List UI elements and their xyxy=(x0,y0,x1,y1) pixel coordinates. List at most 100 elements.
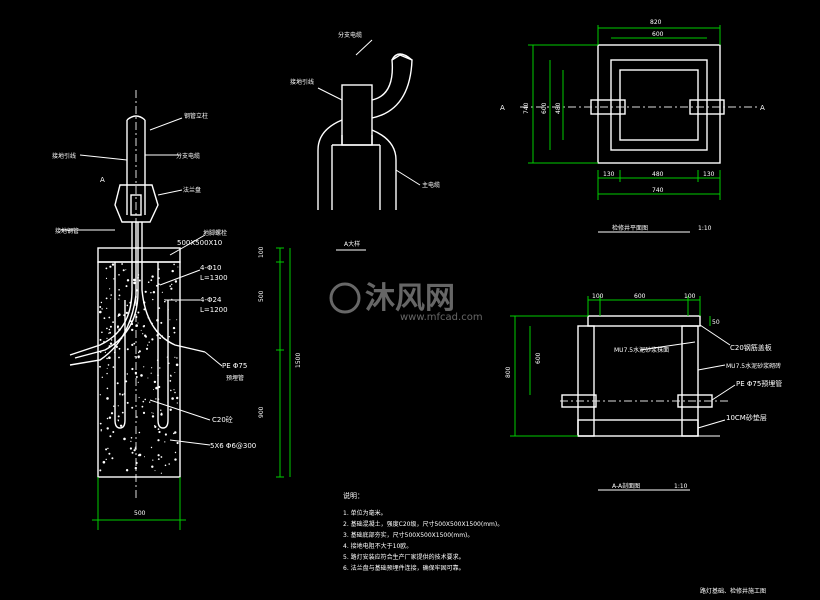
concrete-speck xyxy=(110,294,112,296)
concrete-speck xyxy=(106,337,108,339)
concrete-speck xyxy=(106,357,108,360)
dim-500: 500 xyxy=(258,290,265,302)
concrete-speck xyxy=(118,356,120,359)
concrete-block xyxy=(97,261,181,478)
concrete-speck xyxy=(169,408,172,411)
concrete-speck xyxy=(143,325,145,327)
concrete-speck xyxy=(121,411,124,414)
well-plan xyxy=(520,25,760,233)
concrete-speck xyxy=(150,446,153,449)
concrete-speck xyxy=(176,402,178,404)
concrete-speck xyxy=(117,326,119,329)
concrete-speck xyxy=(100,429,103,431)
section-scale: 1:10 xyxy=(674,483,688,490)
section-dim-600-top: 600 xyxy=(634,293,646,300)
note-5: 5. 路灯安装应符合生产厂家提供的技术要求。 xyxy=(343,553,465,561)
concrete-speck xyxy=(155,398,157,400)
concrete-speck xyxy=(154,425,157,428)
concrete-speck xyxy=(148,341,150,343)
concrete-speck xyxy=(135,446,137,448)
section-leader-pe xyxy=(711,384,736,401)
concrete-speck xyxy=(106,387,109,390)
marker-a: A xyxy=(100,176,105,184)
main-cable-right xyxy=(371,129,397,210)
dim-100: 100 xyxy=(258,246,265,258)
concrete-speck xyxy=(133,278,136,282)
concrete-speck xyxy=(105,297,108,300)
concrete-speck xyxy=(157,428,160,430)
cable-4 xyxy=(69,222,137,366)
concrete-speck xyxy=(135,356,138,358)
concrete-speck xyxy=(153,389,155,390)
concrete-speck xyxy=(169,380,172,382)
concrete-speck xyxy=(169,319,171,321)
concrete-speck xyxy=(168,336,170,338)
section-leader-sand xyxy=(697,419,726,429)
concrete-speck xyxy=(142,411,146,414)
concrete-speck xyxy=(131,451,134,454)
concrete-speck xyxy=(106,397,109,400)
concrete-speck xyxy=(106,427,109,430)
junction-leader-1 xyxy=(355,39,373,56)
concrete-speck xyxy=(152,459,154,461)
dim-width-500: 500 xyxy=(134,510,146,517)
leader-10 xyxy=(149,399,211,421)
concrete-speck xyxy=(140,374,143,377)
concrete-speck xyxy=(126,279,130,282)
section-dim-800 xyxy=(510,315,588,437)
label-pipe-sub: 预埋管 xyxy=(226,374,244,382)
plan-dim-top-outer xyxy=(597,25,721,45)
concrete-speck xyxy=(133,449,136,452)
concrete-speck xyxy=(160,321,163,324)
concrete-speck xyxy=(157,458,160,460)
plan-dim-bottom xyxy=(597,170,721,200)
concrete-speck xyxy=(129,447,132,450)
rebar-right xyxy=(157,262,169,429)
concrete-speck xyxy=(106,307,108,309)
plan-cut-a-right: A xyxy=(760,104,765,112)
concrete-speck xyxy=(142,333,144,335)
plan-inner xyxy=(619,69,699,141)
foundation-section xyxy=(60,90,291,530)
concrete-speck xyxy=(134,466,137,470)
leader-7 xyxy=(159,269,201,286)
concrete-speck xyxy=(155,284,158,287)
concrete-speck xyxy=(145,347,149,350)
concrete-speck xyxy=(131,367,134,371)
flange-core xyxy=(130,194,142,216)
concrete-speck xyxy=(137,356,140,359)
concrete-speck xyxy=(105,458,107,461)
junction-caption: A大样 xyxy=(344,240,360,248)
note-1: 1. 单位为毫米。 xyxy=(343,509,387,517)
label-rebar-1-len: L=1300 xyxy=(200,274,228,282)
concrete-speck xyxy=(172,326,176,330)
concrete-speck xyxy=(135,376,138,378)
plan-dim-130-a: 130 xyxy=(603,171,615,178)
concrete-speck xyxy=(109,265,112,268)
concrete-speck xyxy=(171,397,174,400)
note-6: 6. 法兰盘与基础预埋件连接，确保牢固可靠。 xyxy=(343,564,465,572)
section-dim-100-left: 100 xyxy=(592,293,604,300)
leader-4 xyxy=(157,189,183,196)
label-concrete: C20砼 xyxy=(212,415,233,424)
concrete-speck xyxy=(101,331,103,334)
concrete-speck xyxy=(99,394,101,396)
concrete-speck xyxy=(109,435,112,438)
concrete-speck xyxy=(113,278,115,280)
concrete-speck xyxy=(135,324,138,327)
junction-leader-3 xyxy=(395,169,421,186)
branch-cable xyxy=(371,54,413,119)
label-pipe: PE Φ75 xyxy=(222,362,247,370)
concrete-speck xyxy=(111,263,115,266)
section-label-wall: MU7.5水泥砂浆抹面 xyxy=(614,346,669,354)
cable-1 xyxy=(69,222,133,356)
concrete-speck xyxy=(174,451,177,454)
concrete-speck xyxy=(104,351,106,353)
concrete-speck xyxy=(108,416,112,419)
concrete-speck xyxy=(126,304,129,307)
concrete-speck xyxy=(117,405,119,407)
plan-cut-a-left: A xyxy=(500,104,505,112)
concrete-speck xyxy=(116,345,118,347)
concrete-speck xyxy=(137,311,140,314)
concrete-speck xyxy=(126,348,129,351)
